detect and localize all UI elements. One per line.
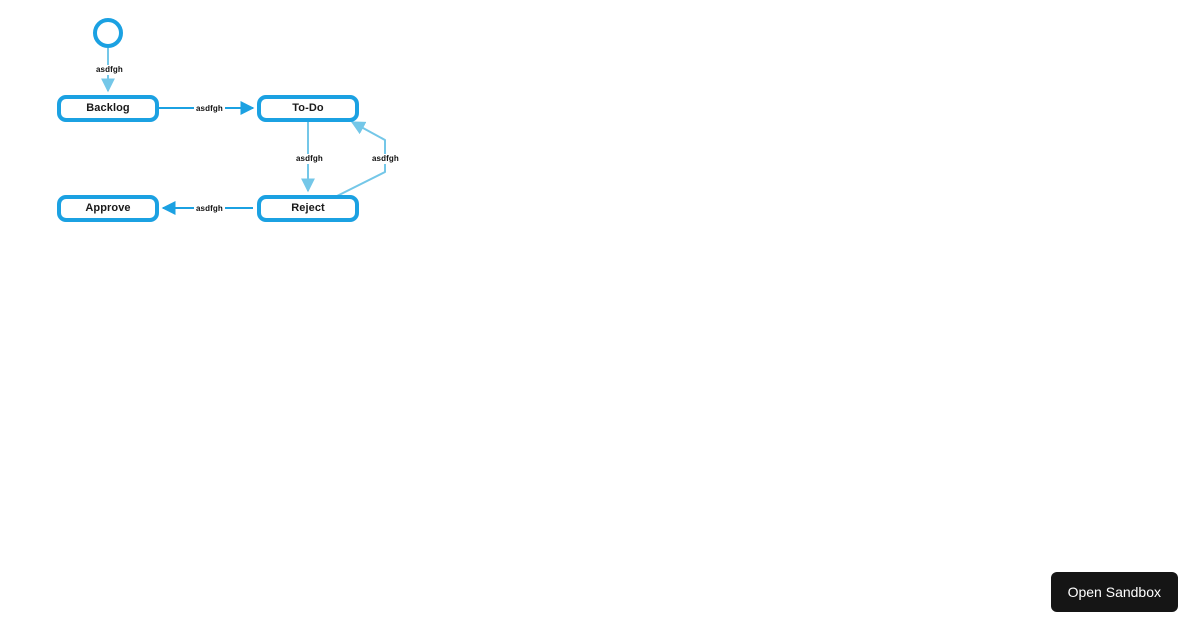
node-todo-label: To-Do	[292, 102, 324, 114]
node-reject-label: Reject	[291, 202, 325, 214]
node-approve-label: Approve	[85, 202, 131, 214]
node-backlog-label: Backlog	[86, 102, 130, 114]
edge-label-start-to-backlog[interactable]: asdfgh	[94, 65, 125, 75]
edge-label-todo-to-reject[interactable]: asdfgh	[294, 154, 325, 164]
open-sandbox-button[interactable]: Open Sandbox	[1050, 572, 1178, 612]
node-start-circle[interactable]	[93, 18, 123, 48]
node-backlog[interactable]: Backlog	[57, 95, 159, 122]
edge-label-reject-to-approve[interactable]: asdfgh	[194, 204, 225, 214]
edge-label-reject-to-todo[interactable]: asdfgh	[370, 154, 401, 164]
node-reject[interactable]: Reject	[257, 195, 359, 222]
node-todo[interactable]: To-Do	[257, 95, 359, 122]
node-approve[interactable]: Approve	[57, 195, 159, 222]
edge-label-backlog-to-todo[interactable]: asdfgh	[194, 104, 225, 114]
